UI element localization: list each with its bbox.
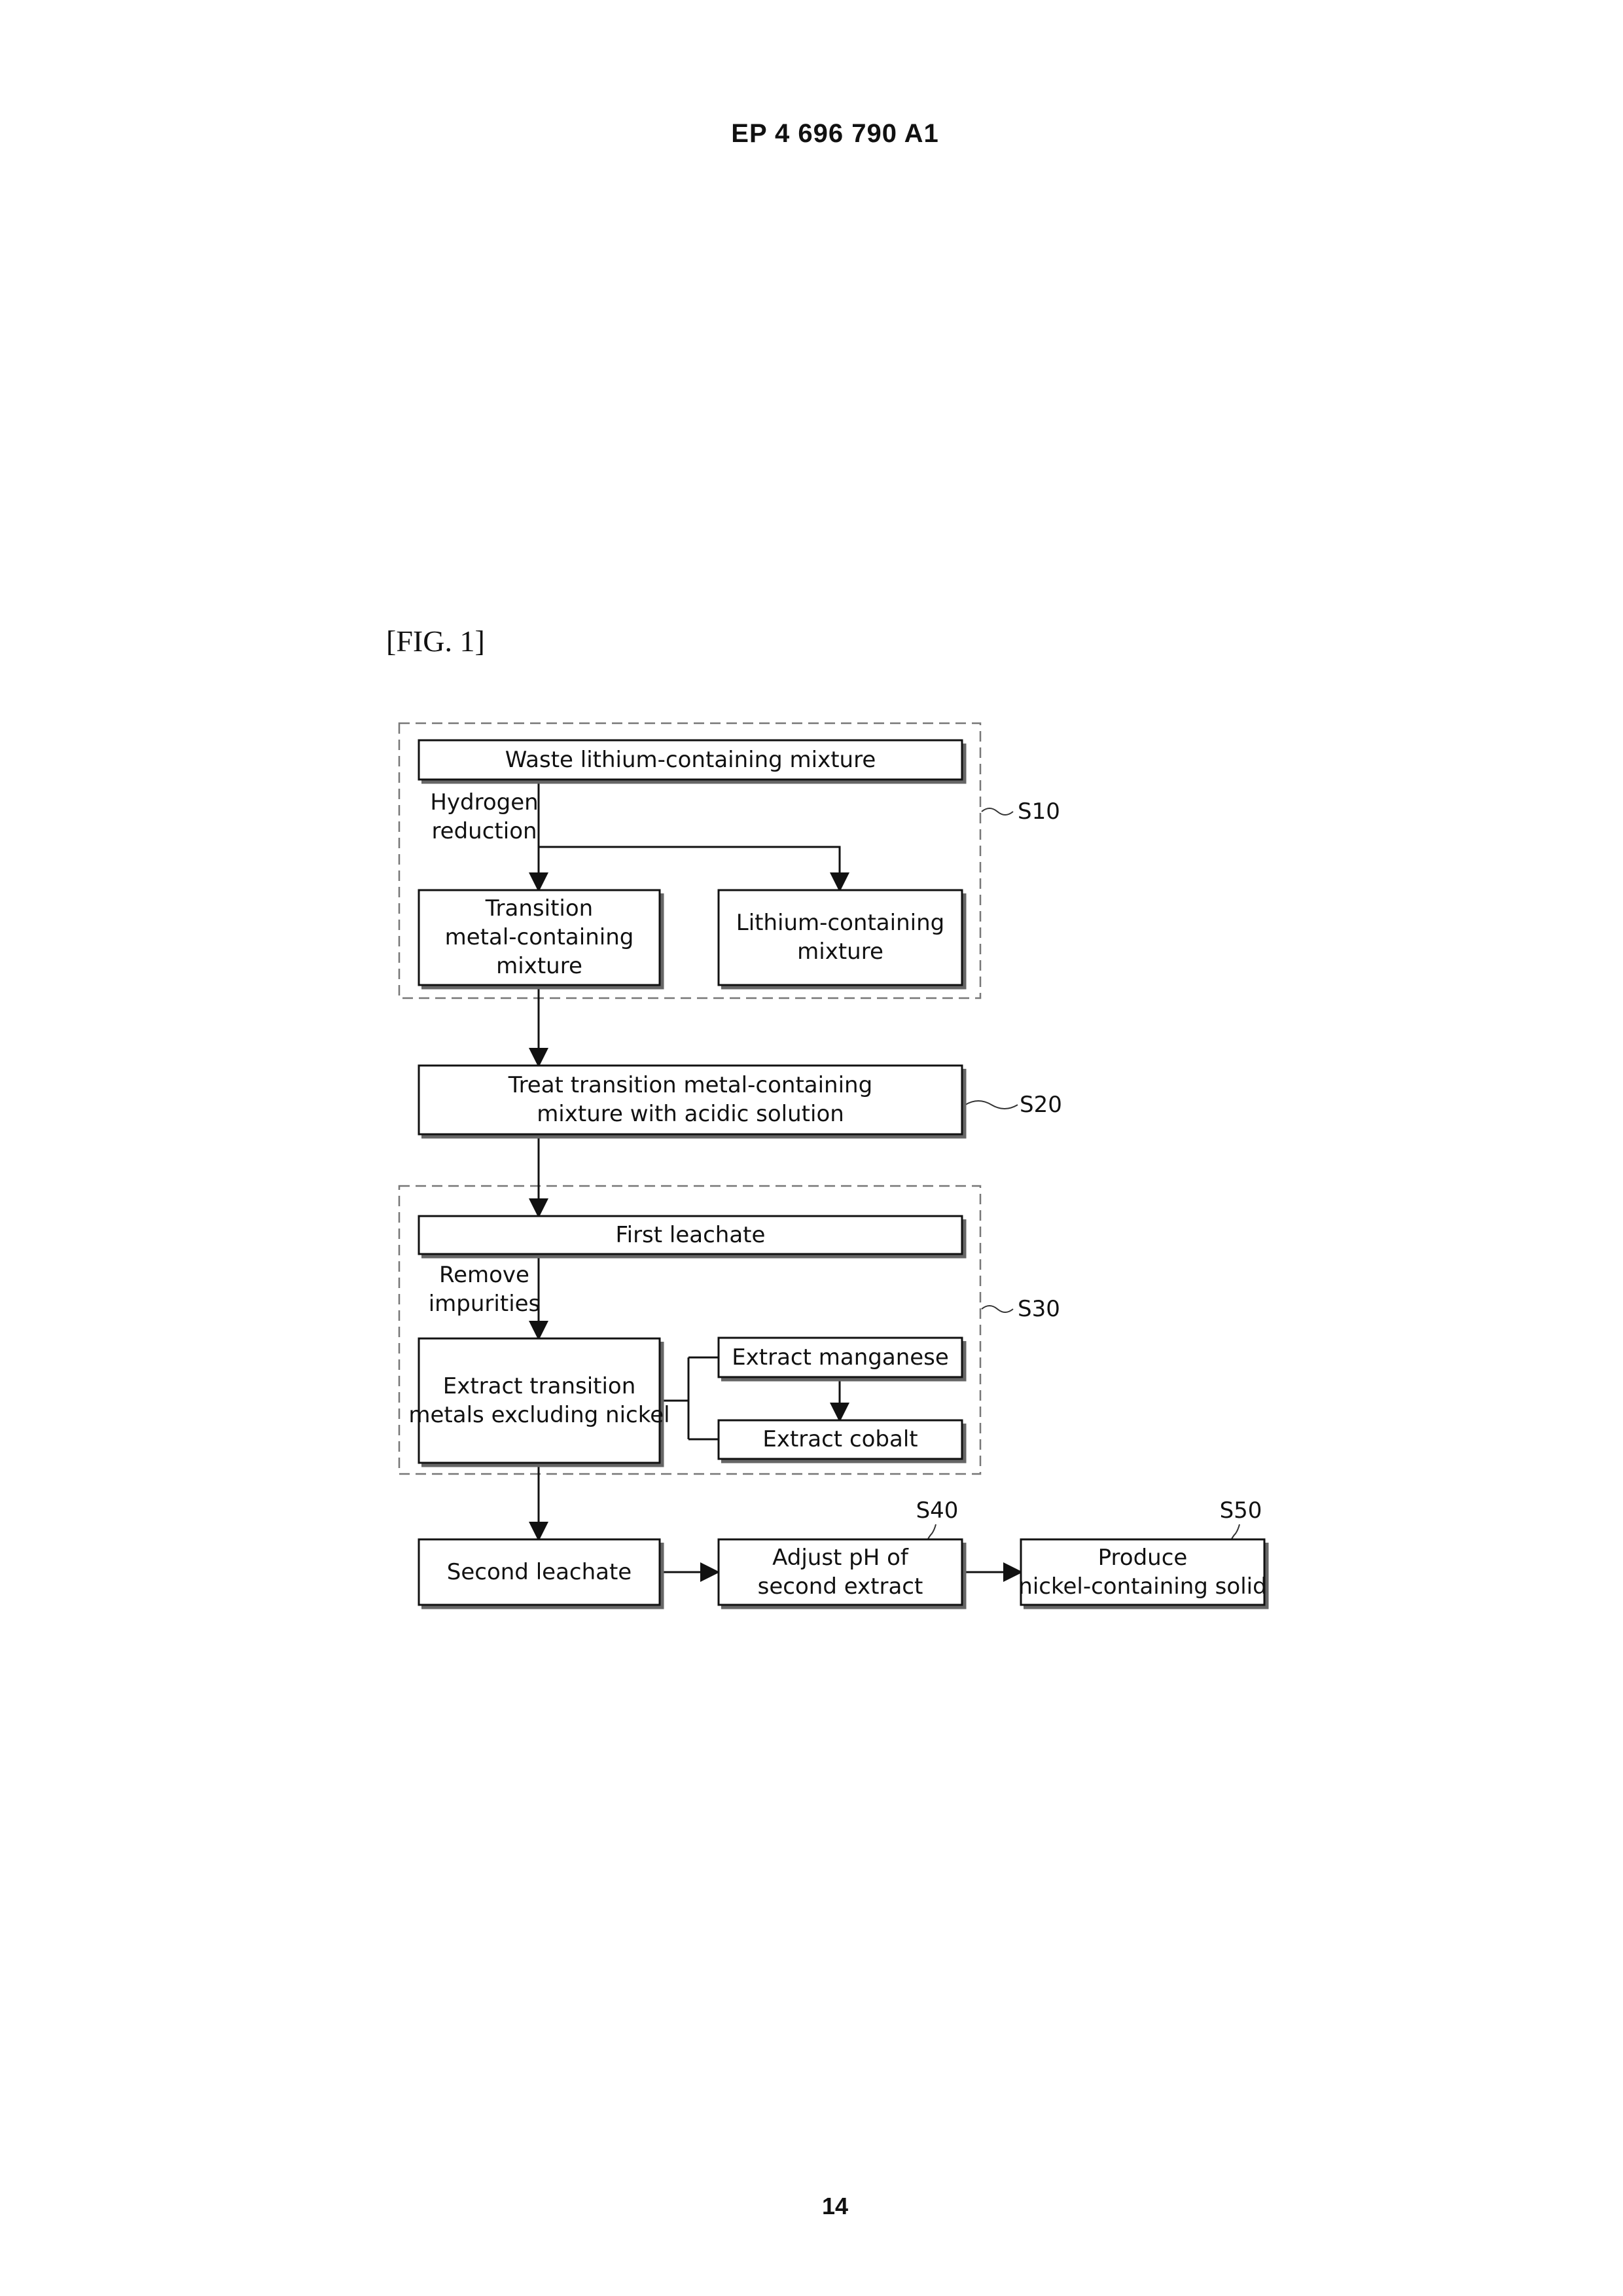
edge-label-hydrogen-reduction: Hydrogenreduction xyxy=(430,789,538,844)
text-line: mixture xyxy=(496,953,582,979)
text-line: Lithium-containing xyxy=(736,910,944,936)
text-line: Extract manganese xyxy=(732,1344,949,1371)
step-label-s30: S30 xyxy=(1018,1296,1060,1322)
text-line: mixture with acidic solution xyxy=(537,1101,844,1127)
box-text-waste-mixture: Waste lithium-containing mixture xyxy=(505,747,876,773)
text-line: Second leachate xyxy=(447,1559,632,1585)
leader-s10 xyxy=(982,808,1013,815)
text-line: Extract transition xyxy=(443,1373,636,1399)
page-number: 14 xyxy=(0,2193,1623,2220)
text-line: First leachate xyxy=(616,1222,766,1248)
text-line: Remove xyxy=(439,1262,529,1288)
text-line: reduction xyxy=(431,818,537,844)
step-label-s40: S40 xyxy=(916,1498,959,1524)
edge-label-remove-impurities: Remove impurities xyxy=(429,1262,541,1317)
connector-waste-to-lithium xyxy=(539,847,840,890)
box-text-extract-manganese: Extract manganese xyxy=(732,1344,949,1371)
leader-s30 xyxy=(982,1306,1013,1312)
text-line: metal-containing xyxy=(445,924,634,950)
text-line: Extract cobalt xyxy=(762,1426,918,1452)
text-line: second extract xyxy=(758,1573,923,1600)
box-text-first-leachate: First leachate xyxy=(616,1222,766,1248)
step-label-s20: S20 xyxy=(1020,1092,1062,1118)
text-line: nickel-containing solid xyxy=(1018,1573,1266,1600)
text-line: metals excluding nickel xyxy=(408,1402,669,1428)
text-line: Waste lithium-containing mixture xyxy=(505,747,876,773)
text-line: impurities xyxy=(429,1291,541,1317)
step-label-s50: S50 xyxy=(1220,1498,1262,1524)
leader-s20 xyxy=(965,1101,1018,1109)
text-line: Produce xyxy=(1098,1545,1188,1571)
text-line: Adjust pH of xyxy=(772,1545,909,1571)
box-text-second-leachate: Second leachate xyxy=(447,1559,632,1585)
step-leaders xyxy=(927,808,1240,1541)
text-line: mixture xyxy=(797,939,883,965)
box-text-extract-cobalt: Extract cobalt xyxy=(762,1426,918,1452)
text-line: Transition xyxy=(485,895,593,922)
text-line: Hydrogen xyxy=(430,789,538,816)
text-line: Treat transition metal-containing xyxy=(508,1072,872,1098)
step-label-s10: S10 xyxy=(1018,798,1060,825)
